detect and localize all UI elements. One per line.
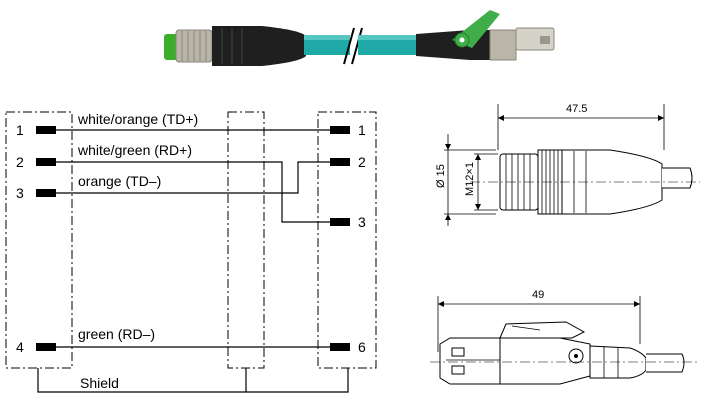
m12-overmold xyxy=(212,26,306,66)
m12-diameter-label: Ø 15 xyxy=(435,164,447,188)
right-connector-outline xyxy=(317,111,377,369)
rj45-dimension-drawing: 49 xyxy=(430,289,700,385)
cable-outline xyxy=(227,111,265,369)
right-pin-6 xyxy=(330,343,350,351)
m12-thread-label: M12×1 xyxy=(464,162,476,196)
wire-label-td-plus: white/orange (TD+) xyxy=(77,111,198,127)
cable-break-mark xyxy=(343,27,355,65)
right-pin-3 xyxy=(330,218,350,226)
right-pin-label-6: 6 xyxy=(358,339,366,355)
m12-length-label: 47.5 xyxy=(566,103,587,115)
left-pin-2 xyxy=(36,158,56,166)
left-pin-label-1: 1 xyxy=(16,122,24,138)
left-pin-3 xyxy=(36,189,56,197)
shield-label: Shield xyxy=(80,375,119,391)
shield-line xyxy=(37,368,349,393)
left-pin-label-2: 2 xyxy=(16,154,24,170)
wire-label-td-minus: orange (TD–) xyxy=(78,173,161,189)
wire-label-rd-minus: green (RD–) xyxy=(78,326,155,342)
right-pin-2 xyxy=(330,158,350,166)
wiring-diagram: 1 2 3 4 1 2 3 6 white/orange (TD+) white… xyxy=(5,111,377,393)
right-pin-label-2: 2 xyxy=(358,154,366,170)
rj45-plug-outline xyxy=(439,337,501,385)
left-connector-outline xyxy=(5,111,73,369)
left-pin-label-4: 4 xyxy=(16,339,24,355)
m12-overmold-outline xyxy=(561,149,663,215)
m12-green-face xyxy=(164,34,178,60)
m12-dimension-drawing: 47.5 Ø 15 M12×1 xyxy=(435,103,700,226)
left-pin-label-3: 3 xyxy=(16,185,24,201)
cable-product-image xyxy=(164,10,555,66)
right-pin-label-1: 1 xyxy=(358,122,366,138)
wire-label-rd-plus: white/green (RD+) xyxy=(77,142,192,158)
right-pin-label-3: 3 xyxy=(358,214,366,230)
rj45-latch-outline xyxy=(499,321,586,339)
left-pin-1 xyxy=(36,126,56,134)
rj45-length-label: 49 xyxy=(532,289,544,301)
rj45-plug xyxy=(515,27,555,51)
left-pin-4 xyxy=(36,343,56,351)
wire-td-minus xyxy=(56,161,330,194)
rj45-shield xyxy=(489,29,517,61)
right-pin-1 xyxy=(330,126,350,134)
wire-rd-plus xyxy=(56,161,330,223)
